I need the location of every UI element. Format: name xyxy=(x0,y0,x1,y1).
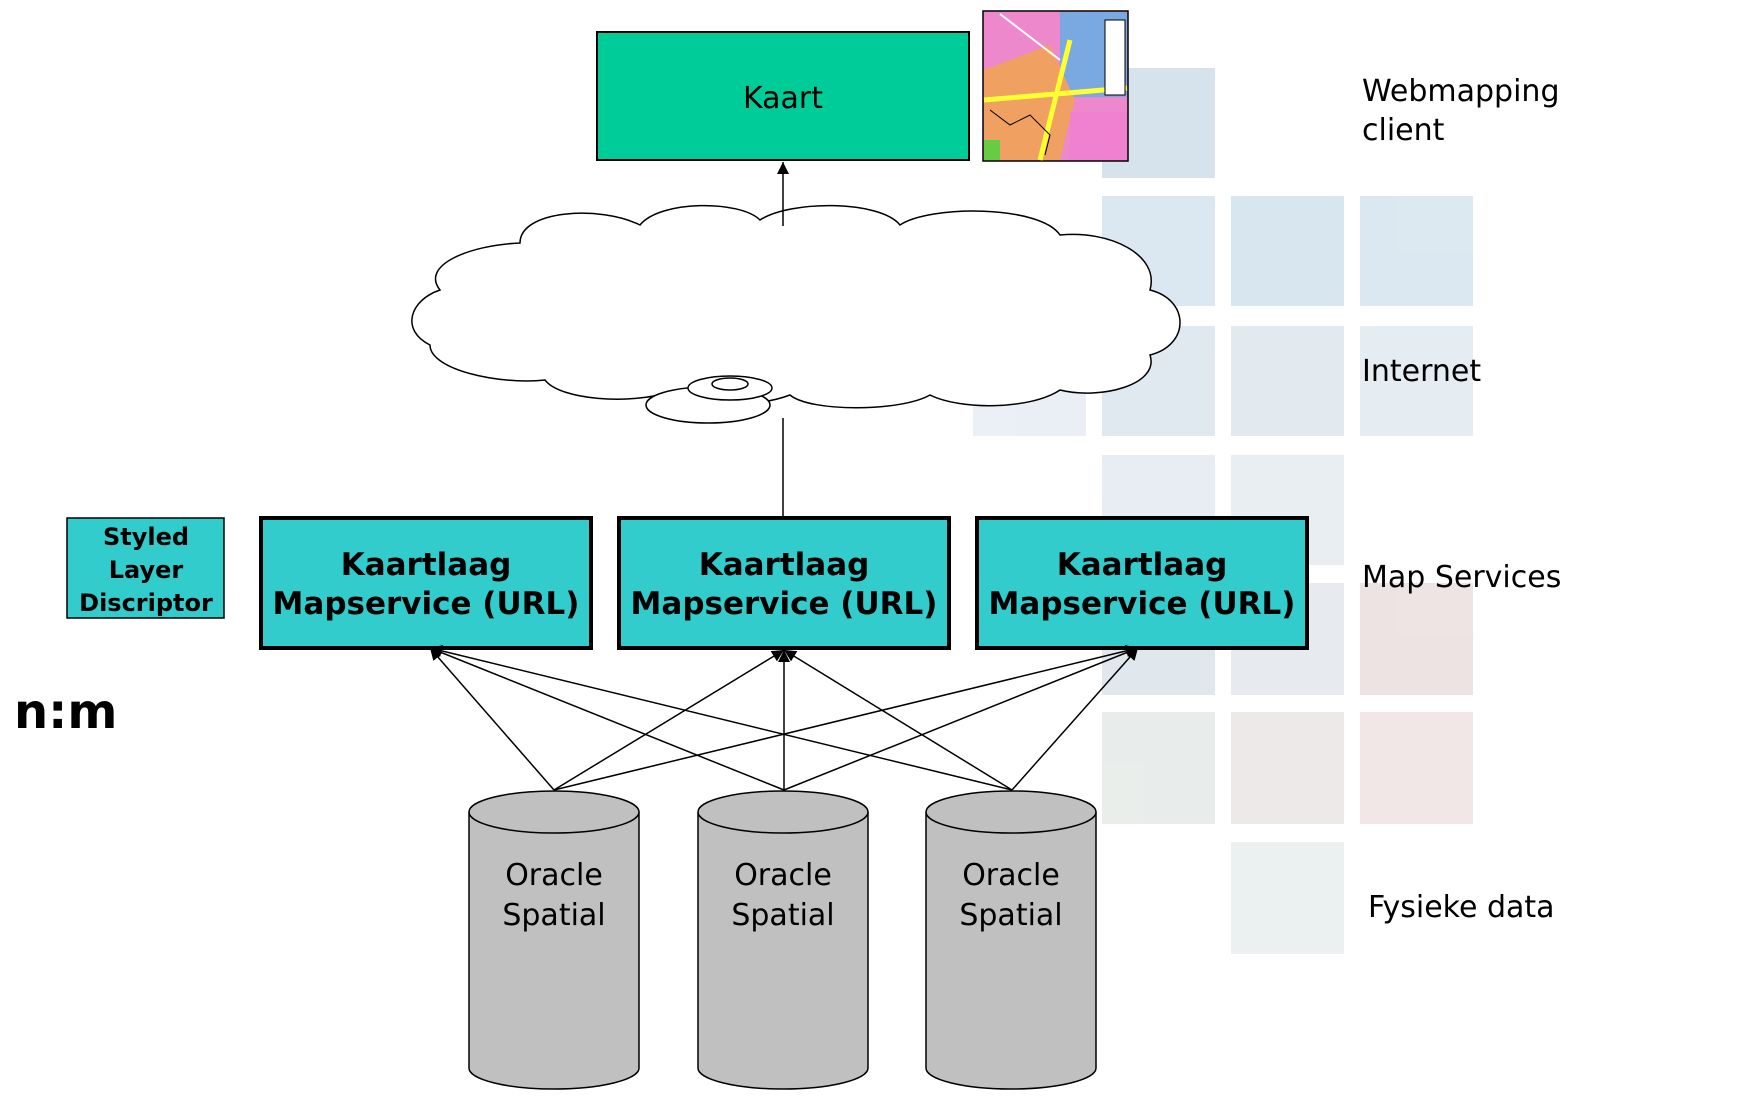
sld-line2: Layer xyxy=(109,556,184,584)
map-service-3: Kaartlaag Mapservice (URL) xyxy=(975,516,1309,650)
layer-label-services: Map Services xyxy=(1362,560,1561,595)
database-2: Oracle Spatial xyxy=(697,790,869,1090)
sld-line3: Discriptor xyxy=(79,589,213,617)
database-3: Oracle Spatial xyxy=(925,790,1097,1090)
database-3-line1: Oracle xyxy=(962,858,1060,893)
map-service-2: Kaartlaag Mapservice (URL) xyxy=(617,516,951,650)
database-1-line2: Spatial xyxy=(502,898,605,933)
client-label: Kaart xyxy=(743,81,823,116)
database-2-line2: Spatial xyxy=(731,898,834,933)
layer-label-data: Fysieke data xyxy=(1368,890,1555,925)
ratio-label: n:m xyxy=(14,684,117,740)
database-2-line1: Oracle xyxy=(734,858,832,893)
client-box: Kaart xyxy=(596,31,970,161)
map-service-1-line1: Kaartlaag xyxy=(341,547,512,583)
map-service-1-line2: Mapservice (URL) xyxy=(273,586,580,622)
nm-arrows xyxy=(429,645,1139,791)
internet-cloud xyxy=(411,204,1181,424)
database-3-line2: Spatial xyxy=(959,898,1062,933)
map-service-2-line2: Mapservice (URL) xyxy=(631,586,938,622)
layer-label-internet: Internet xyxy=(1362,354,1481,389)
layer-label-client-line1: Webmapping xyxy=(1362,74,1560,109)
map-thumbnail xyxy=(982,10,1129,162)
map-service-2-line1: Kaartlaag xyxy=(699,547,870,583)
sld-box: Styled Layer Discriptor xyxy=(66,517,225,619)
sld-line1: Styled xyxy=(103,523,189,551)
layer-label-client-line2: client xyxy=(1362,113,1445,148)
database-1-line1: Oracle xyxy=(505,858,603,893)
map-service-1: Kaartlaag Mapservice (URL) xyxy=(259,516,593,650)
map-service-3-line1: Kaartlaag xyxy=(1057,547,1228,583)
database-1: Oracle Spatial xyxy=(468,790,640,1090)
map-service-3-line2: Mapservice (URL) xyxy=(989,586,1296,622)
